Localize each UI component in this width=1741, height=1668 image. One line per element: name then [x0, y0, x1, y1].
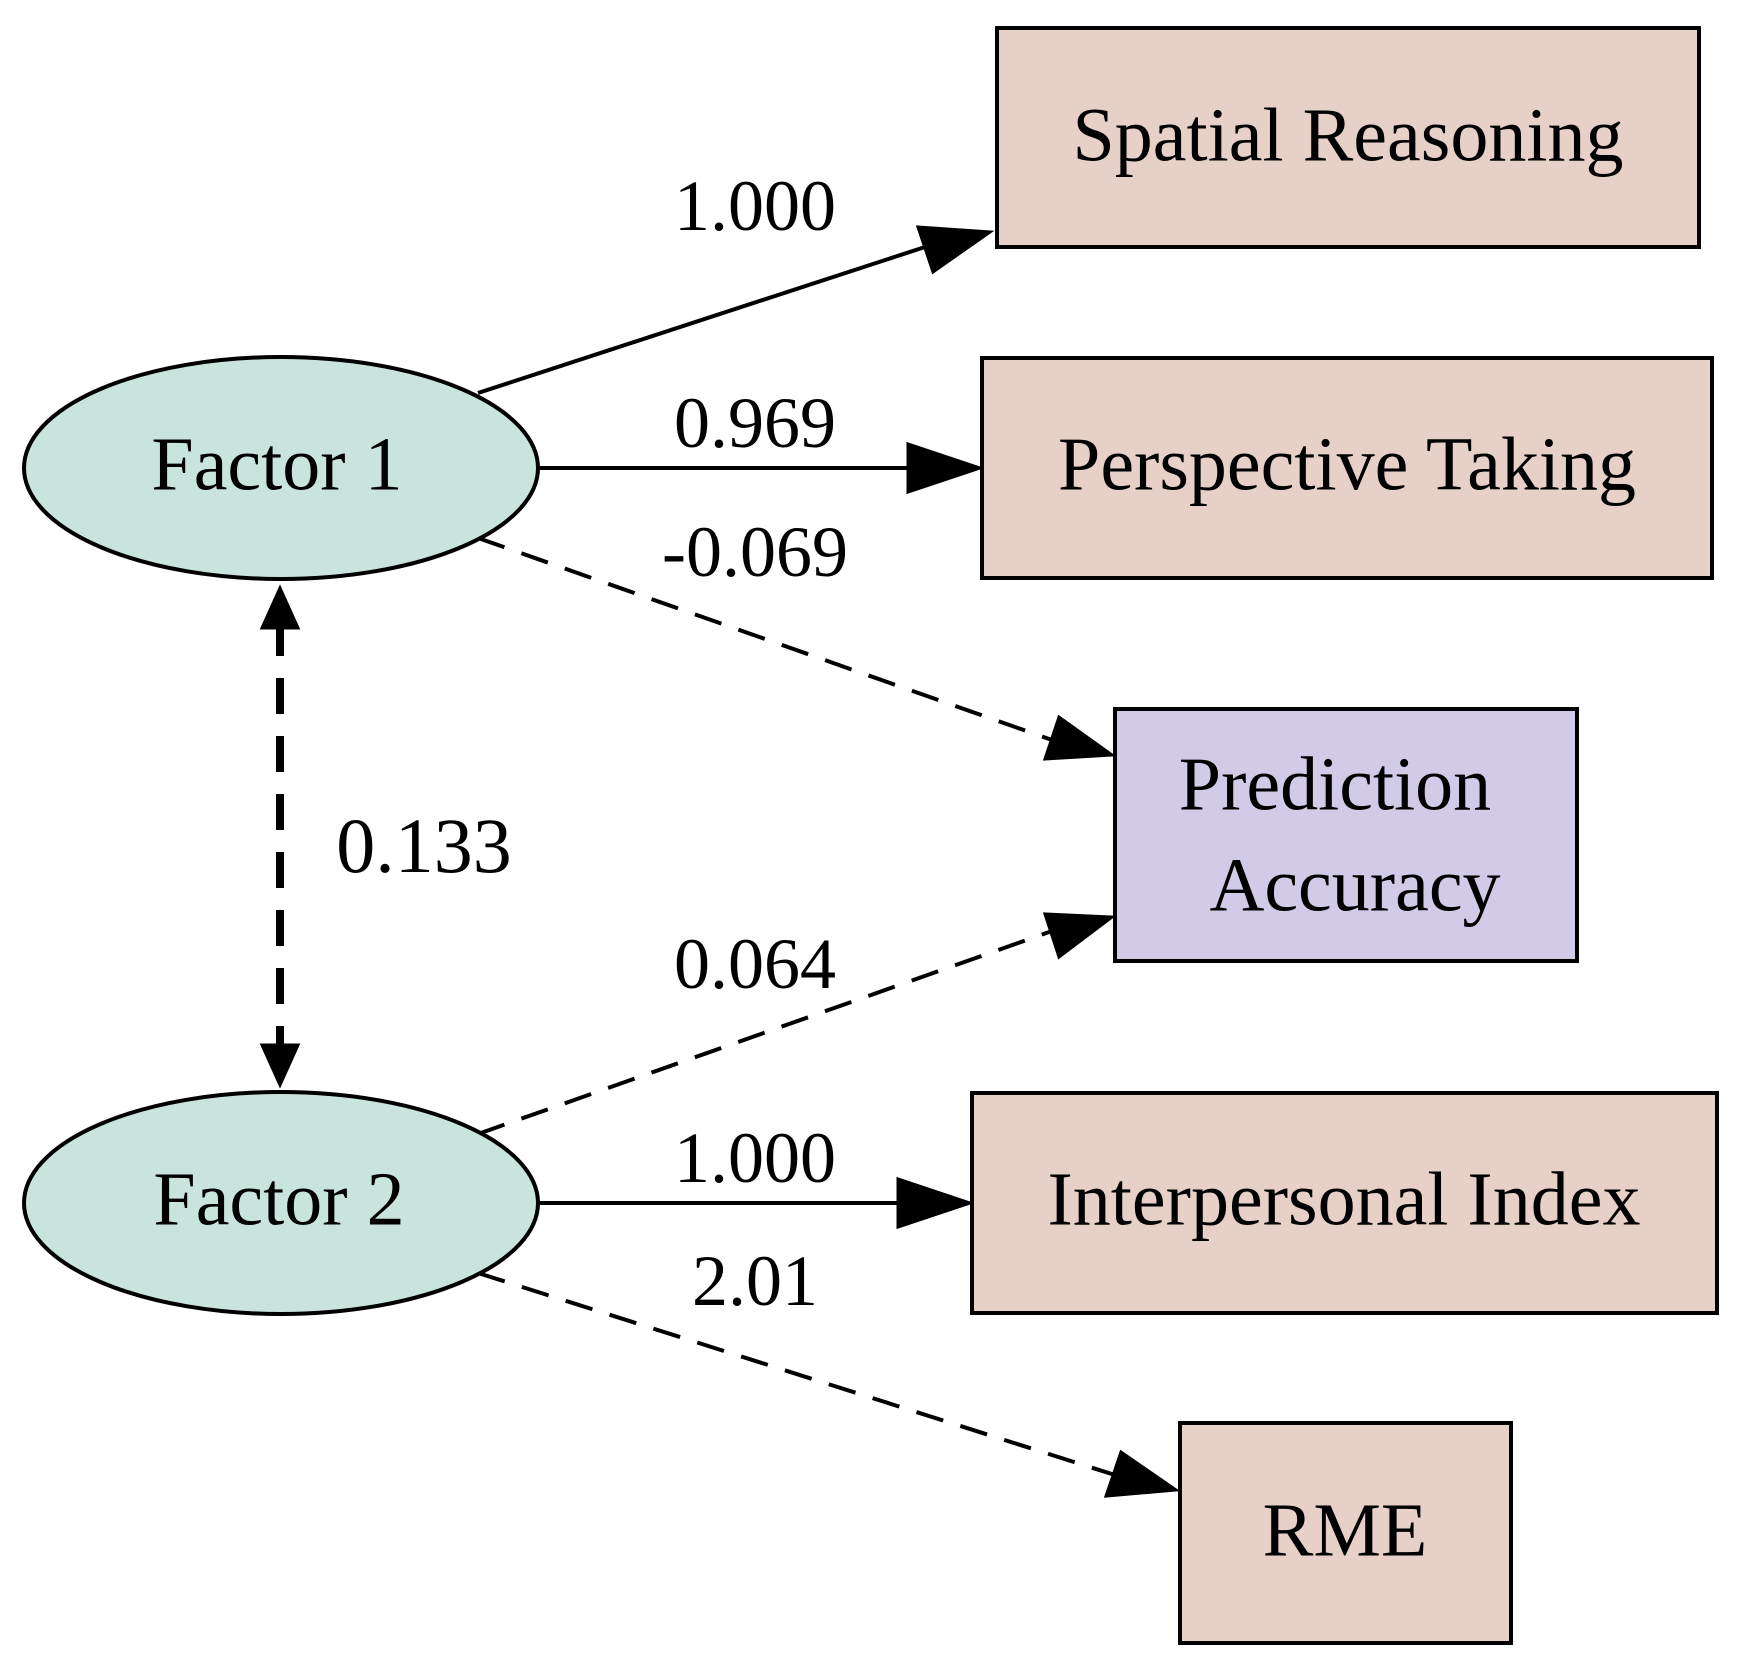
arrowheads — [259, 225, 1181, 1498]
rme-box — [1178, 1421, 1513, 1645]
arrowhead-rme — [1103, 1449, 1181, 1498]
label-factor1-perspective: 0.969 — [674, 383, 836, 463]
edges — [276, 245, 1116, 1477]
label-factor2-rme: 2.01 — [692, 1241, 818, 1321]
arrowhead-prediction-top — [1042, 714, 1117, 761]
label-factor2-prediction: 0.064 — [674, 924, 836, 1004]
prediction-accuracy-box — [1113, 707, 1579, 963]
interpersonal-index-box — [970, 1091, 1719, 1315]
interpersonal-index-label: Interpersonal Index — [1048, 1157, 1641, 1241]
arrowhead-spatial — [915, 225, 995, 275]
edge-factor2-rme — [477, 1271, 1116, 1477]
node-perspective-taking: Perspective Taking — [980, 356, 1714, 580]
label-factor2-interpersonal: 1.000 — [674, 1118, 836, 1198]
label-factor1-spatial: 1.000 — [674, 166, 836, 246]
node-prediction-accuracy: Prediction Accuracy — [1113, 707, 1579, 963]
node-spatial-reasoning: Spatial Reasoning — [995, 26, 1701, 249]
factor1-ellipse — [22, 355, 540, 581]
edge-factor2-prediction — [477, 929, 1053, 1136]
node-factor2: Factor 2 — [22, 1090, 540, 1316]
node-rme: RME — [1178, 1421, 1513, 1645]
factor2-ellipse — [22, 1090, 540, 1316]
perspective-taking-box — [980, 356, 1714, 580]
arrowhead-covariance-up — [259, 584, 301, 630]
factor2-label: Factor 2 — [153, 1157, 404, 1241]
prediction-accuracy-label-line2: Accuracy — [1209, 843, 1500, 927]
spatial-reasoning-label: Spatial Reasoning — [1073, 93, 1624, 177]
spatial-reasoning-box — [995, 26, 1701, 249]
node-factor1: Factor 1 — [22, 355, 540, 581]
arrowhead-interpersonal — [896, 1176, 975, 1230]
arrowhead-covariance-down — [259, 1043, 301, 1089]
factor1-label: Factor 1 — [151, 422, 402, 506]
edge-labels: 1.000 0.969 -0.069 0.133 0.064 1.000 2.0… — [336, 166, 848, 1321]
arrowhead-perspective — [906, 441, 985, 495]
perspective-taking-label: Perspective Taking — [1058, 422, 1636, 506]
label-factor1-prediction: -0.069 — [662, 512, 848, 592]
prediction-accuracy-label-line1: Prediction — [1179, 742, 1491, 826]
edge-factor1-prediction — [477, 536, 1053, 742]
label-factor1-factor2-covariance: 0.133 — [336, 802, 512, 889]
edge-factor1-spatial — [477, 245, 926, 395]
rme-label: RME — [1263, 1488, 1428, 1572]
arrowhead-prediction-bottom — [1042, 912, 1117, 960]
node-interpersonal-index: Interpersonal Index — [970, 1091, 1719, 1315]
